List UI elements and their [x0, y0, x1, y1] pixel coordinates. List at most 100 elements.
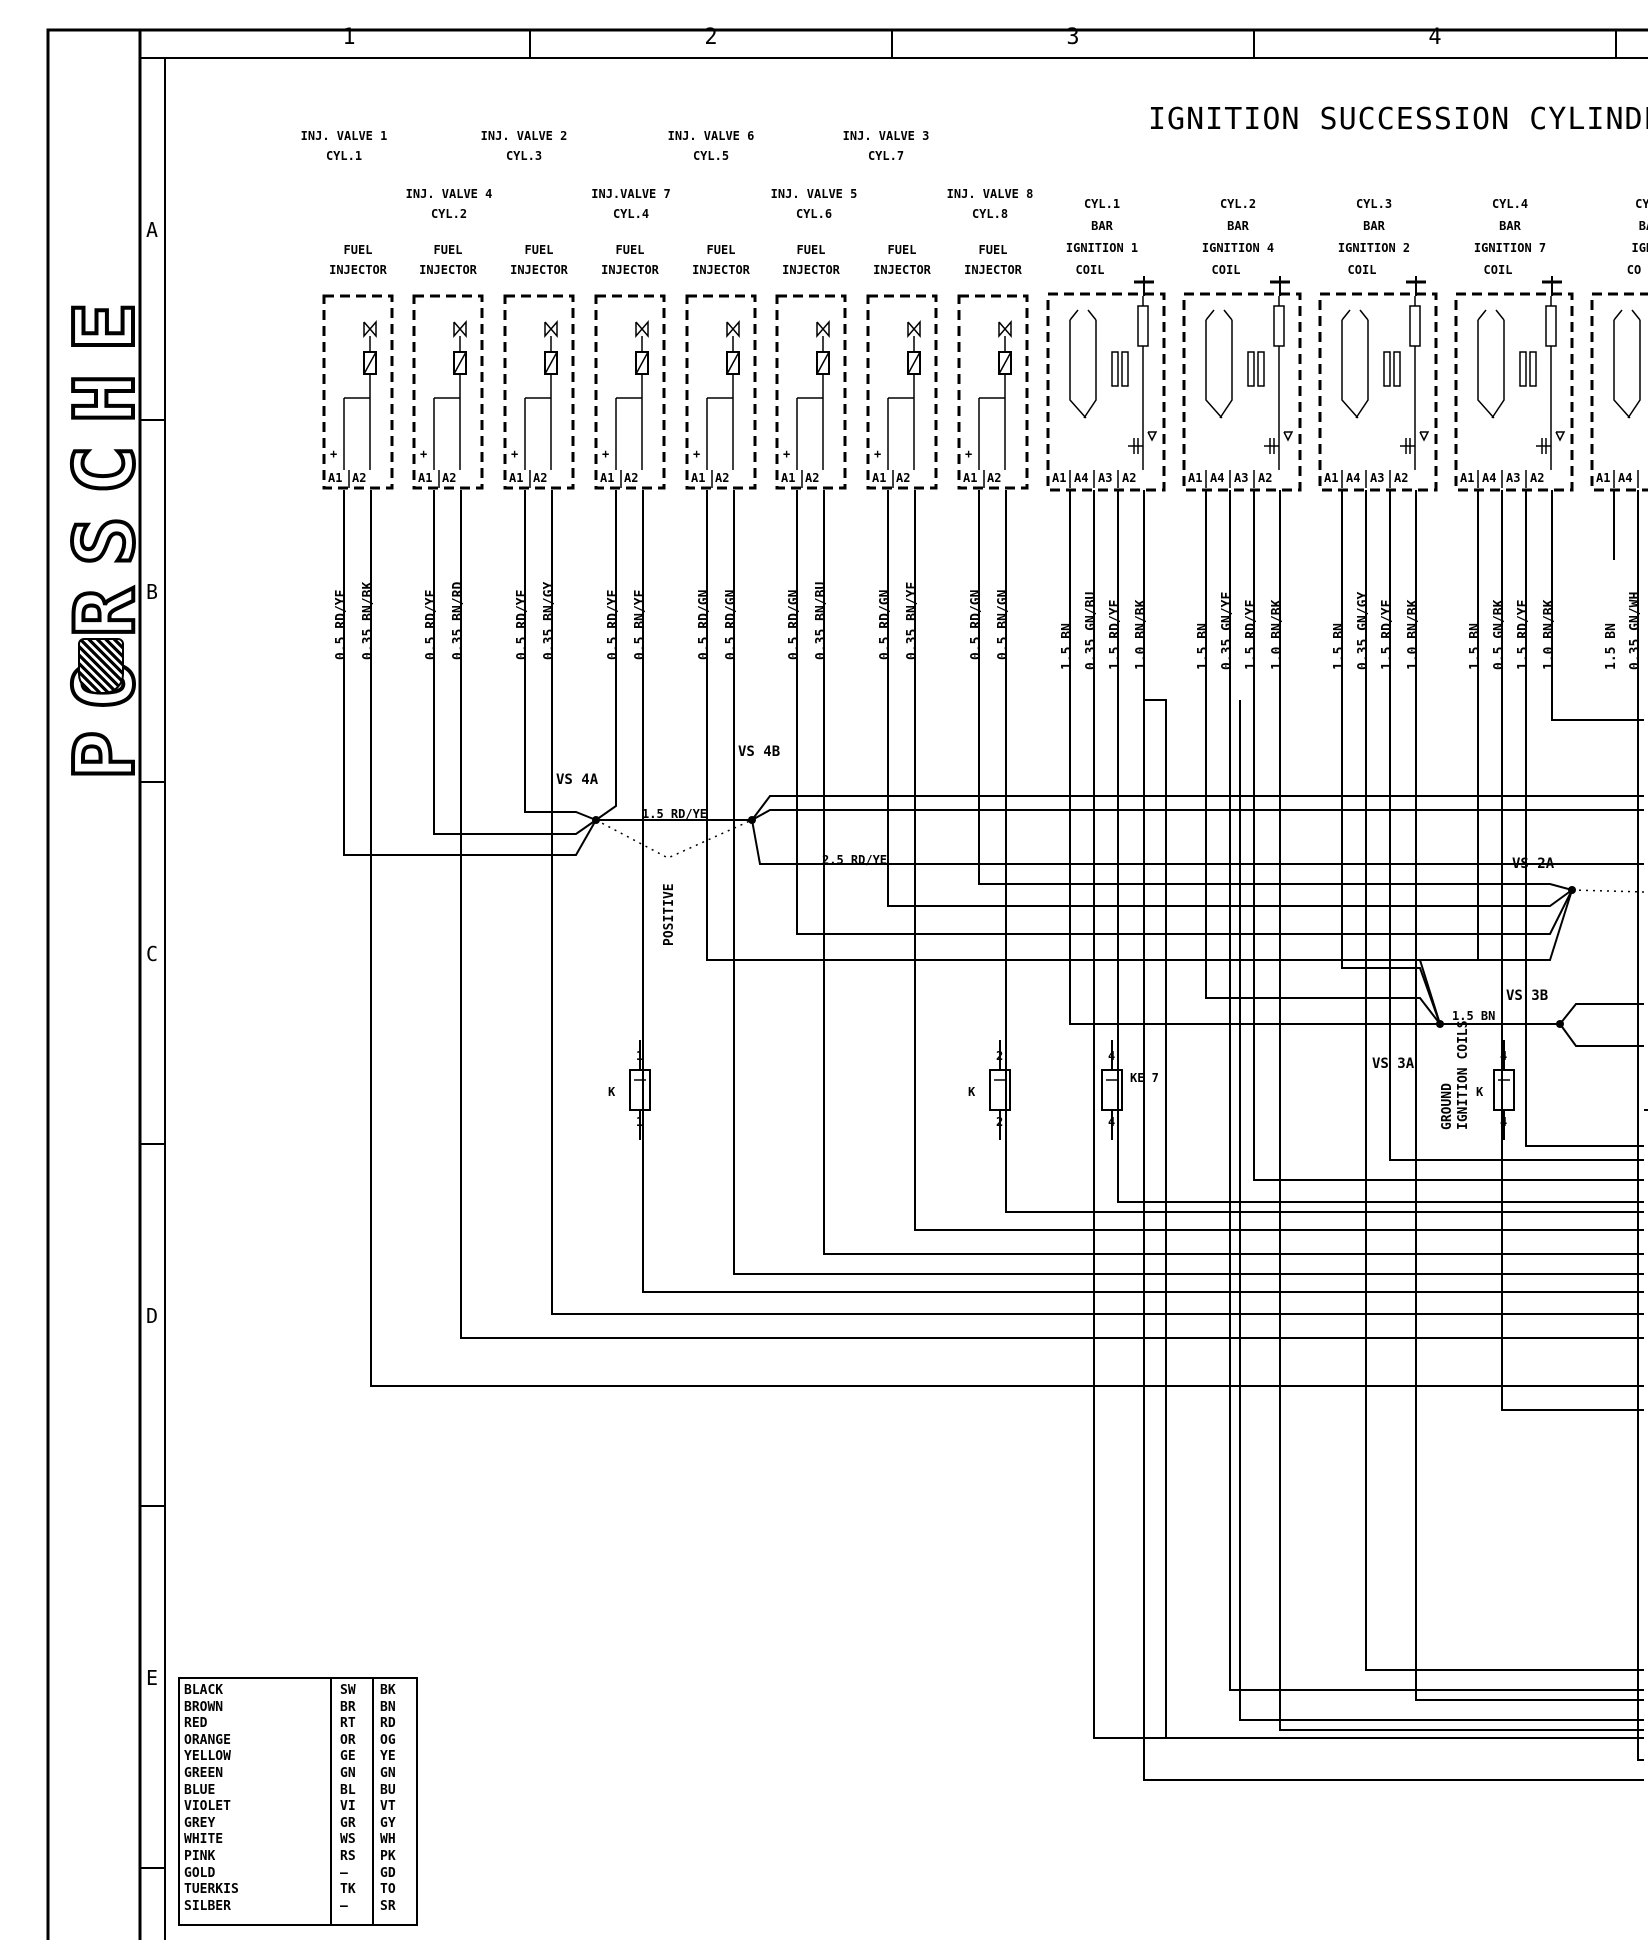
coil-core: [1519, 351, 1527, 387]
injector-return-wire: [733, 560, 1644, 1275]
wire-label: 0.5 RD/GN: [697, 589, 712, 660]
legend-name: TUERKIS: [184, 1882, 239, 1898]
ground-wire: [1418, 560, 1479, 1025]
wire-bus-b: [751, 809, 1644, 821]
legend-name: BLACK: [184, 1683, 224, 1698]
coil-cyl: CYL.3: [1355, 197, 1393, 211]
coil-ignition: IGNITION 7: [1473, 241, 1547, 255]
coil-label: COIL: [1211, 263, 1241, 277]
coil-signal-wire: [1637, 560, 1644, 1761]
wire-label: 1.0 BN/BK: [1134, 599, 1149, 670]
row-letter: A: [146, 218, 159, 242]
injector-coil-diag: [544, 351, 558, 375]
fuel-injector-label: INJECTOR: [782, 263, 840, 277]
injector-return-wire: [914, 560, 1644, 1231]
legend-german: —: [340, 1898, 348, 1914]
injector-return-wire: [551, 560, 1644, 1315]
fuel-injector-label: FUEL: [706, 243, 736, 257]
injector-coil-diag: [998, 351, 1012, 375]
pin-a2: A2: [896, 471, 911, 485]
ignition-coil-2: [1182, 292, 1302, 492]
coil-pin: A1: [1460, 471, 1475, 485]
connector-k-label: K: [968, 1085, 976, 1099]
coil-signal-wire: [1239, 700, 1644, 1721]
wire-label-ignition-coils: IGNITION COILS: [1456, 1020, 1471, 1130]
coil-signal-wire: [1279, 560, 1644, 1731]
connector-pin-bottom: 4: [1108, 1115, 1116, 1129]
coil-signal-wire: [1525, 560, 1644, 1147]
wire-label: 0.5 RD/YE: [334, 589, 349, 660]
fuel-injector-label: INJECTOR: [329, 263, 387, 277]
injector-return-wire: [460, 560, 1644, 1339]
wire-label: 0.5 GN/BK: [1492, 599, 1507, 670]
wire-label: 1.5 BN: [1604, 623, 1619, 670]
connector-pin-bottom: 2: [996, 1115, 1004, 1129]
pin-plus: +: [330, 447, 338, 461]
injector-coil-diag: [726, 351, 740, 375]
splice-label-vs3b: VS 3B: [1506, 988, 1549, 1004]
wire-label: 1.5 BN: [1060, 623, 1075, 670]
coil-pin: A4: [1074, 471, 1089, 485]
pin-a2: A2: [715, 471, 730, 485]
connector-k-label: K: [1476, 1085, 1484, 1099]
pin-a2: A2: [352, 471, 367, 485]
coil-ignition: IGNITION 1: [1065, 241, 1139, 255]
pin-plus: +: [602, 447, 610, 461]
wire-label: 1.0 BN/BK: [1406, 599, 1421, 670]
diode: [1283, 431, 1294, 442]
pin-plus: +: [420, 447, 428, 461]
injector-coil-diag: [363, 351, 377, 375]
coil-pin: A4: [1210, 471, 1225, 485]
coil-label: COIL: [1483, 263, 1513, 277]
injector-valve-name: INJ. VALVE 1: [300, 129, 388, 143]
coil-signal-wire: [1501, 560, 1644, 1411]
coil-winding: [1359, 309, 1369, 321]
legend-german: VI: [340, 1799, 356, 1815]
valve-symbol: [726, 319, 740, 339]
connector-k-3: [1493, 1069, 1515, 1111]
coil-signal-wire: [1143, 560, 1644, 1781]
fuel-injector-3: [503, 294, 575, 490]
dotted-to-right: [1571, 889, 1645, 893]
column-number: 3: [1066, 25, 1080, 50]
crest-logo: [78, 638, 124, 694]
coil-winding: [1491, 320, 1505, 419]
coil-core: [1111, 351, 1119, 387]
coil-label: CO: [1626, 263, 1642, 277]
legend-name: ORANGE: [184, 1732, 231, 1748]
wire-bus-a: [751, 795, 1644, 821]
fuel-injector-label: FUEL: [343, 243, 373, 257]
ignition-coil-1: [1046, 292, 1166, 492]
coil-winding: [1627, 320, 1641, 419]
row-letter: B: [146, 580, 159, 604]
wire-label: 0.5 RD/GN: [878, 589, 893, 660]
pin-a1: A1: [328, 471, 343, 485]
coil-winding: [1341, 320, 1359, 419]
coil-core: [1529, 351, 1537, 387]
legend-code: BN: [380, 1699, 396, 1715]
splice-label-vs4b: VS 4B: [738, 744, 781, 760]
wire-label: 0.35 GN/BU: [1084, 591, 1099, 670]
coil-signal-wire: [1093, 560, 1644, 1739]
coil-pin: A4: [1482, 471, 1497, 485]
coil-core: [1257, 351, 1265, 387]
fuel-injector-5: [685, 294, 757, 490]
coil-cyl: CYL.2: [1219, 197, 1257, 211]
splice-vs3a: [1436, 1020, 1444, 1028]
valve-symbol: [453, 319, 467, 339]
column-number: 1: [342, 25, 356, 50]
wire-label: 0.35 GN/YE: [1220, 591, 1235, 670]
coil-pin: A2: [1258, 471, 1273, 485]
coil-cyl: CYI: [1635, 197, 1648, 211]
column-number: 4: [1428, 25, 1442, 50]
injector-return-wire: [370, 560, 1644, 1387]
pin-a1: A1: [691, 471, 706, 485]
legend-code: SR: [380, 1898, 396, 1914]
wire-label: 0.5 RD/GN: [724, 589, 739, 660]
wire-label: 1.5 RD/YE: [1108, 599, 1123, 670]
injector-return-wire: [642, 560, 1644, 1293]
fuel-injector-label: INJECTOR: [601, 263, 659, 277]
